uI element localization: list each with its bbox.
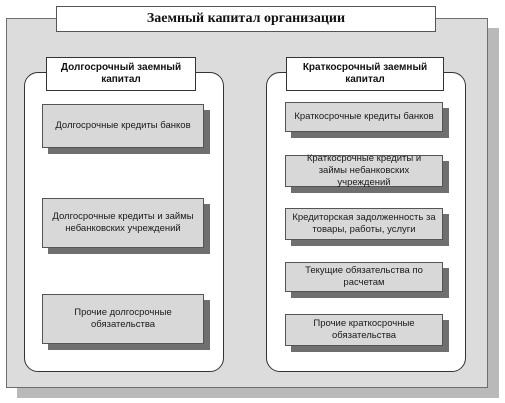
short-term-header: Краткосрочный заемный капитал: [286, 57, 444, 91]
long-term-header: Долгосрочный заемный капитал: [46, 57, 196, 91]
diagram-title: Заемный капитал организации: [56, 6, 436, 32]
short-term-item: Текущие обязательства по расчетам: [285, 262, 443, 292]
short-term-item: Кредиторская задолженность за товары, ра…: [285, 208, 443, 240]
short-term-item: Краткосрочные кредиты банков: [285, 102, 443, 132]
long-term-item: Прочие долгосрочные обязательства: [42, 294, 204, 344]
long-term-item: Долгосрочные кредиты и займы небанковски…: [42, 198, 204, 248]
short-term-item: Прочие краткосрочные обязательства: [285, 314, 443, 346]
long-term-item: Долгосрочные кредиты банков: [42, 104, 204, 148]
short-term-item: Краткосрочные кредиты и займы небанковск…: [285, 153, 443, 188]
